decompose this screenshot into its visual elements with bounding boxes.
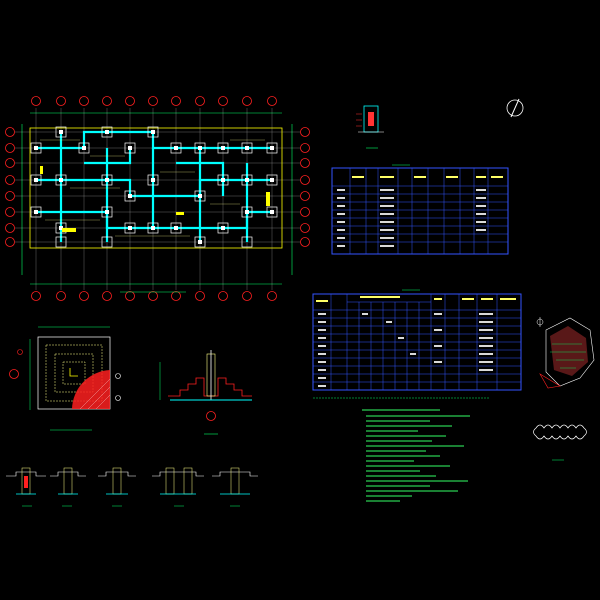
footing-section-detail xyxy=(159,350,252,435)
small-section-3 xyxy=(98,467,136,507)
small-section-5 xyxy=(212,467,258,507)
small-sections-row xyxy=(6,467,258,507)
revision-cloud xyxy=(533,424,587,461)
footing-plan-detail xyxy=(9,326,121,431)
table-1 xyxy=(331,164,509,255)
table-2 xyxy=(312,289,522,399)
notes-text-marks xyxy=(362,409,470,502)
small-section-1 xyxy=(6,467,46,507)
small-section-2 xyxy=(50,467,86,507)
column-section-detail xyxy=(356,105,384,149)
small-section-4 xyxy=(152,467,204,507)
north-arrow-icon xyxy=(506,98,524,118)
site-location-map xyxy=(536,317,595,389)
foundation-plan xyxy=(5,96,310,301)
